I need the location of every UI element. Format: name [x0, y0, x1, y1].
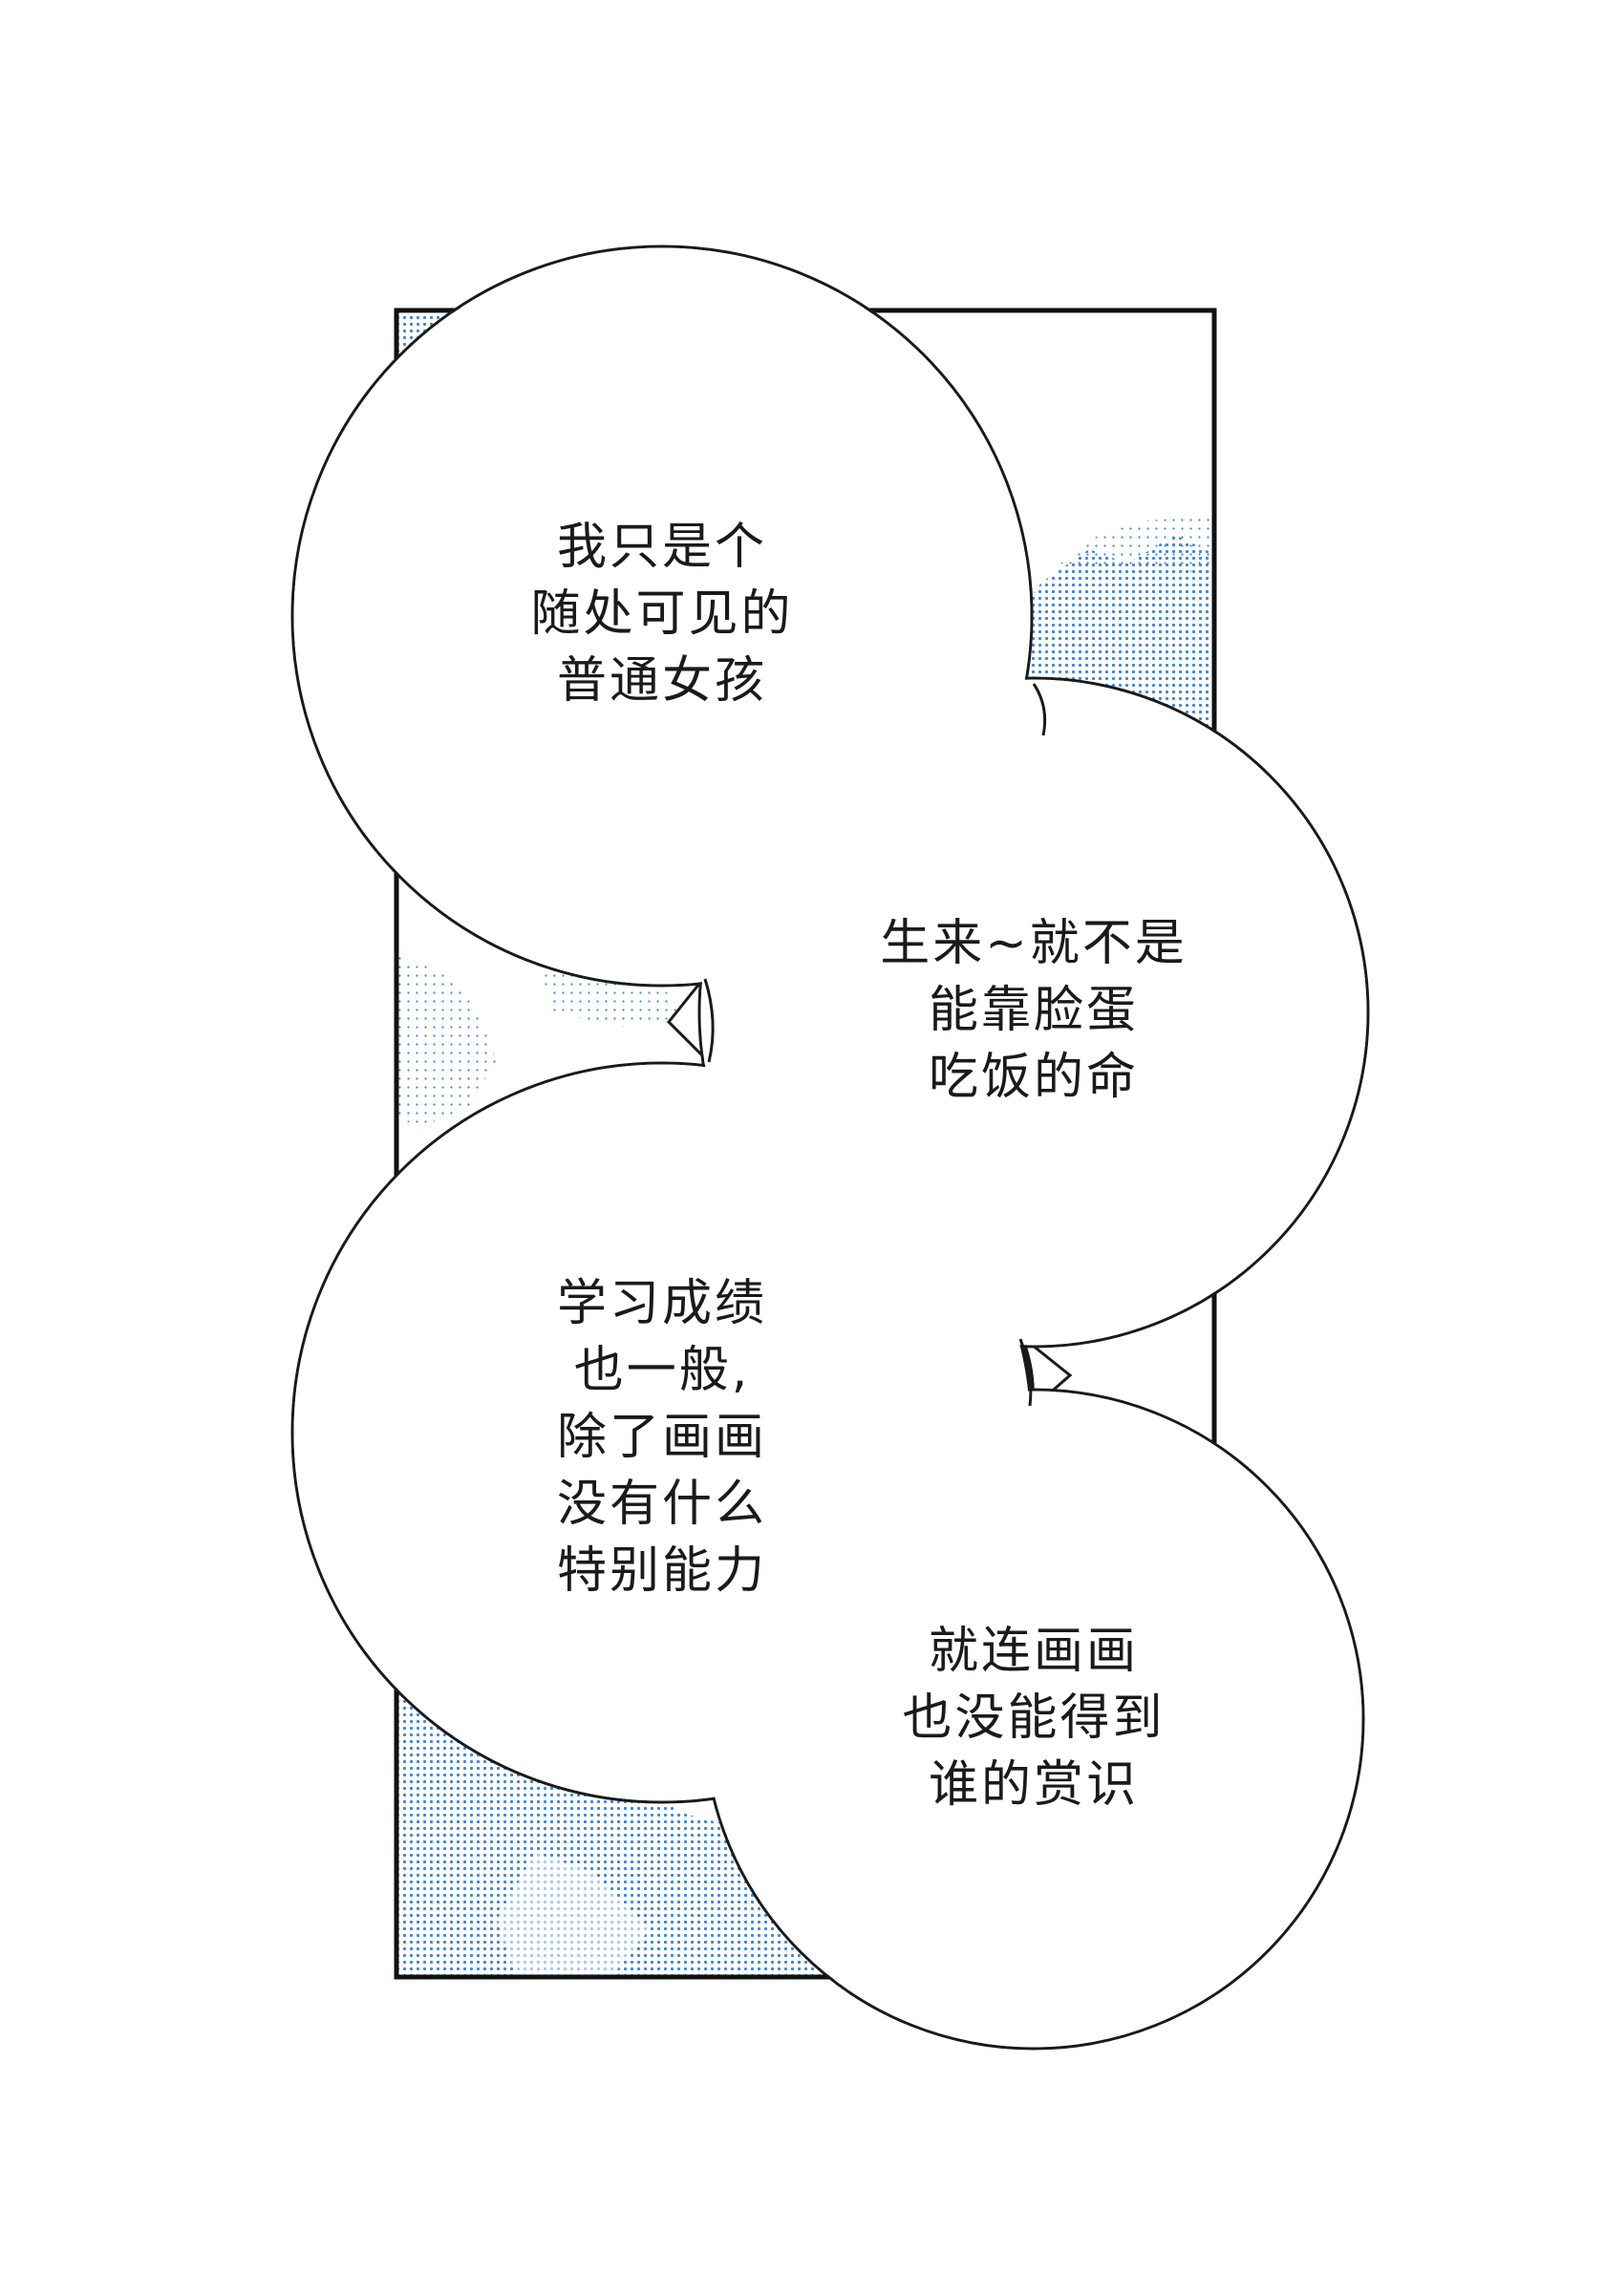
bubble-4-line: 就连画画 — [928, 1623, 1140, 1680]
bubble-3-line: 特别能力 — [556, 1542, 768, 1600]
bubble-1-text: 我只是个 随处可见的 普通女孩 — [530, 514, 793, 714]
bubble-4-text: 就连画画 也没能得到 谁的赏识 — [902, 1618, 1165, 1818]
bubble-3-line: 学习成绩 — [556, 1275, 768, 1332]
bubble-2-line: 吃饭的命 — [928, 1049, 1140, 1106]
bubble-4-line: 也没能得到 — [902, 1690, 1166, 1747]
bubble-3-text: 学习成绩 也一般, 除了画画 没有什么 特别能力 — [557, 1270, 767, 1605]
bubble-2-line: 能靠脸蛋 — [928, 982, 1140, 1039]
tone-patch-bottom-light — [497, 1853, 650, 1977]
bubble-3-line: 也一般, — [573, 1342, 751, 1399]
tone-patch-left-mid — [396, 955, 497, 1127]
bubble-1-line: 我只是个 — [556, 519, 768, 576]
bubble-4-line: 谁的赏识 — [928, 1756, 1140, 1814]
bubble-1-line: 随处可见的 — [530, 585, 794, 643]
bubble-2-line: 生来~就不是 — [880, 915, 1188, 972]
speech-bubble-cluster — [290, 244, 1370, 2051]
bubble-2-text: 生来~就不是 能靠脸蛋 吃饭的命 — [880, 910, 1188, 1111]
bubble-1-line: 普通女孩 — [556, 652, 768, 710]
bubble-3-line: 除了画画 — [556, 1409, 768, 1466]
speech-bubble-4 — [705, 1391, 1362, 2048]
bubble-3-line: 没有什么 — [556, 1476, 768, 1533]
tone-patch-right-light — [1060, 516, 1214, 573]
